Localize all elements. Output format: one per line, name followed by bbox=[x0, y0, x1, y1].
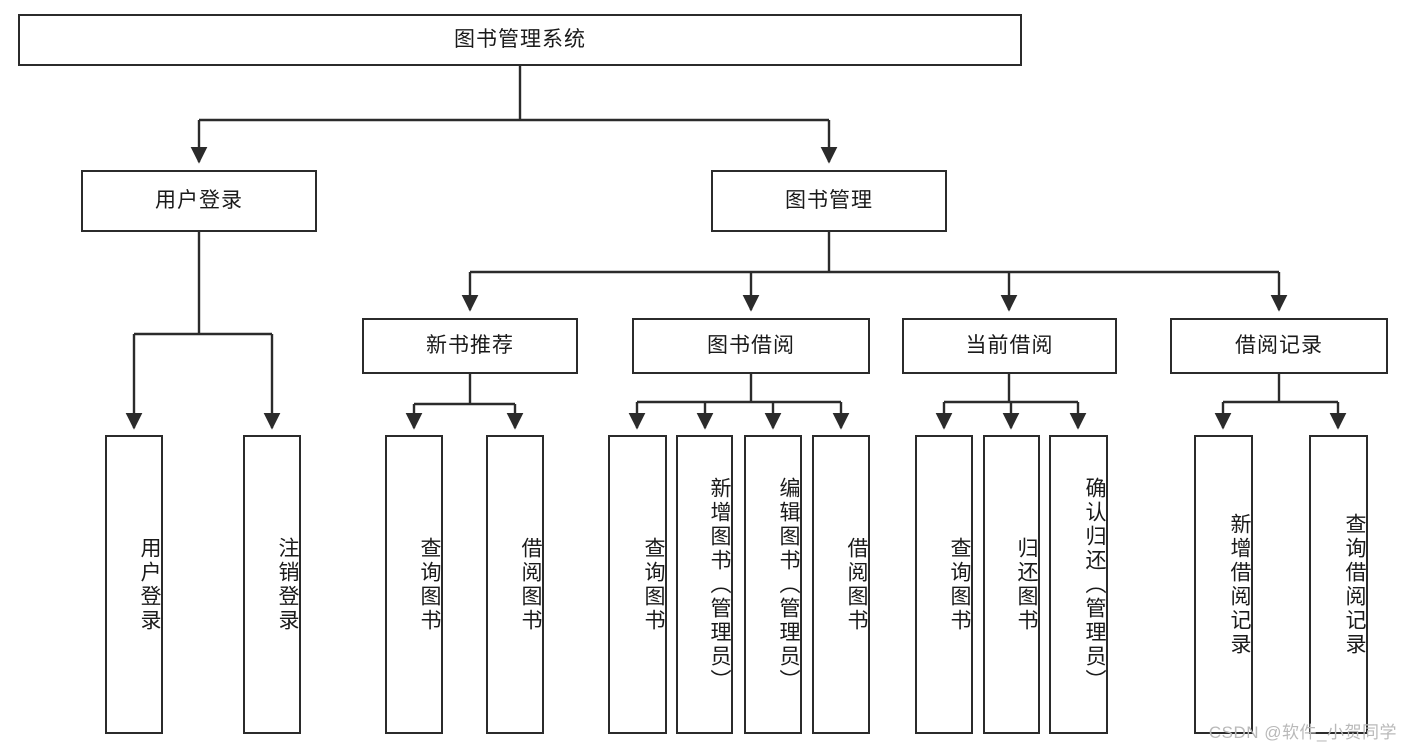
node-leaf-return-book[interactable]: 归还图书 bbox=[983, 435, 1040, 734]
node-current-borrow[interactable]: 当前借阅 bbox=[902, 318, 1117, 374]
node-leaf-confirm-return[interactable]: 确认归还（管理员） bbox=[1049, 435, 1108, 734]
node-leaf-query-book[interactable]: 查询图书 bbox=[608, 435, 667, 734]
node-leaf-borrow-book-rec-label: 借阅图书 bbox=[519, 536, 542, 633]
node-leaf-borrow-book-label: 借阅图书 bbox=[845, 536, 868, 633]
node-new-book-rec[interactable]: 新书推荐 bbox=[362, 318, 578, 374]
node-leaf-user-login[interactable]: 用户登录 bbox=[105, 435, 163, 734]
node-book-borrow-label: 图书借阅 bbox=[707, 334, 795, 358]
watermark-text: CSDN @软件_小贺同学 bbox=[1208, 723, 1397, 742]
node-new-book-rec-label: 新书推荐 bbox=[426, 334, 514, 358]
node-leaf-query-book-label: 查询图书 bbox=[642, 536, 665, 633]
node-leaf-add-book[interactable]: 新增图书（管理员） bbox=[676, 435, 733, 734]
node-book-manage-label: 图书管理 bbox=[785, 189, 873, 213]
node-leaf-add-book-label: 新增图书（管理员） bbox=[708, 476, 731, 693]
node-root-label: 图书管理系统 bbox=[454, 28, 586, 52]
node-leaf-query-record-label: 查询借阅记录 bbox=[1343, 512, 1366, 657]
node-borrow-record[interactable]: 借阅记录 bbox=[1170, 318, 1388, 374]
node-leaf-add-record-label: 新增借阅记录 bbox=[1228, 512, 1251, 657]
node-leaf-confirm-return-label: 确认归还（管理员） bbox=[1083, 476, 1106, 693]
node-leaf-user-logout[interactable]: 注销登录 bbox=[243, 435, 301, 734]
node-leaf-user-login-label: 用户登录 bbox=[138, 536, 161, 633]
node-current-borrow-label: 当前借阅 bbox=[965, 334, 1054, 358]
node-leaf-borrow-book[interactable]: 借阅图书 bbox=[812, 435, 870, 734]
node-leaf-query-book-rec[interactable]: 查询图书 bbox=[385, 435, 443, 734]
node-leaf-add-record[interactable]: 新增借阅记录 bbox=[1194, 435, 1253, 734]
node-leaf-user-logout-label: 注销登录 bbox=[276, 536, 299, 633]
node-leaf-edit-book[interactable]: 编辑图书（管理员） bbox=[744, 435, 802, 734]
node-leaf-query-book-cur-label: 查询图书 bbox=[948, 536, 971, 633]
node-leaf-edit-book-label: 编辑图书（管理员） bbox=[777, 476, 800, 693]
node-borrow-record-label: 借阅记录 bbox=[1235, 334, 1323, 358]
node-user-login[interactable]: 用户登录 bbox=[81, 170, 317, 232]
node-leaf-query-book-cur[interactable]: 查询图书 bbox=[915, 435, 973, 734]
node-root[interactable]: 图书管理系统 bbox=[18, 14, 1022, 66]
node-leaf-borrow-book-rec[interactable]: 借阅图书 bbox=[486, 435, 544, 734]
node-leaf-return-book-label: 归还图书 bbox=[1015, 536, 1038, 633]
node-book-borrow[interactable]: 图书借阅 bbox=[632, 318, 870, 374]
node-leaf-query-record[interactable]: 查询借阅记录 bbox=[1309, 435, 1368, 734]
node-user-login-label: 用户登录 bbox=[155, 189, 243, 213]
node-book-manage[interactable]: 图书管理 bbox=[711, 170, 947, 232]
node-leaf-query-book-rec-label: 查询图书 bbox=[418, 536, 441, 633]
